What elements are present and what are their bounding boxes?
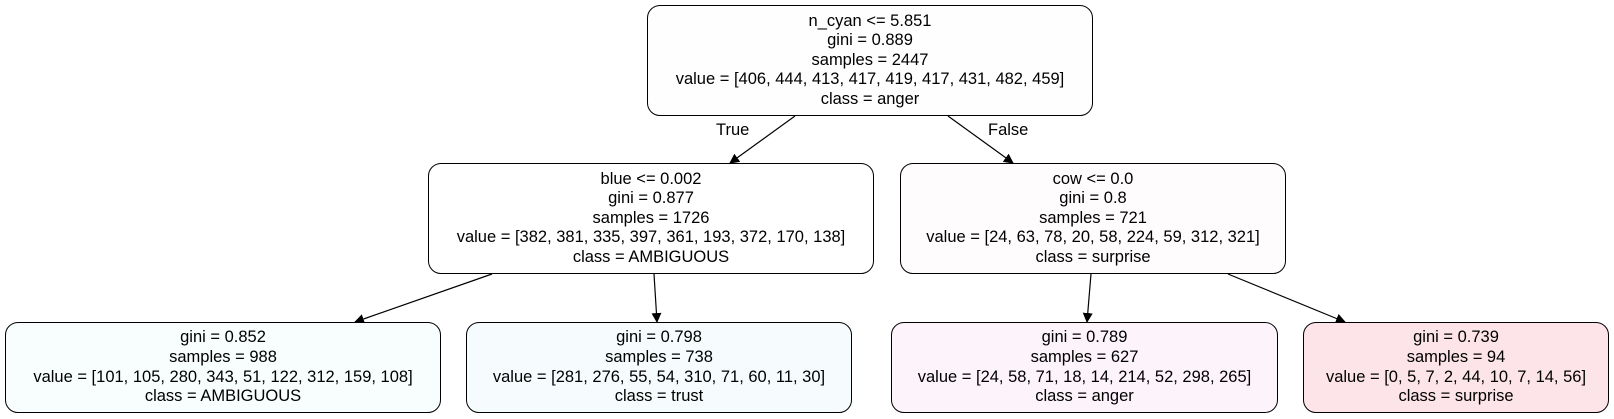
- node-gini: gini = 0.889: [827, 31, 913, 50]
- node-value: value = [24, 63, 78, 20, 58, 224, 59, 31…: [926, 228, 1260, 247]
- node-value: value = [406, 444, 413, 417, 419, 417, 4…: [675, 70, 1065, 89]
- node-samples: samples = 627: [1030, 347, 1139, 366]
- node-samples: samples = 94: [1406, 347, 1506, 366]
- node-class: class = surprise: [1035, 247, 1151, 266]
- tree-leaf-1: gini = 0.852 samples = 988 value = [101,…: [5, 322, 441, 413]
- edge-n2-n6: [1227, 273, 1346, 324]
- node-value: value = [281, 276, 55, 54, 310, 71, 60, …: [492, 367, 826, 386]
- node-split: n_cyan <= 5.851: [808, 11, 932, 30]
- node-split: blue <= 0.002: [600, 169, 702, 188]
- node-samples: samples = 738: [605, 347, 713, 366]
- node-gini: gini = 0.789: [1041, 328, 1128, 347]
- node-value: value = [0, 5, 7, 2, 44, 10, 7, 14, 56]: [1325, 367, 1587, 386]
- node-samples: samples = 721: [1039, 208, 1147, 227]
- edge-n0-n2: [947, 115, 1014, 164]
- node-gini: gini = 0.8: [1059, 189, 1127, 208]
- node-samples: samples = 988: [169, 347, 277, 366]
- node-class: class = trust: [614, 387, 704, 406]
- tree-node-right: cow <= 0.0 gini = 0.8 samples = 721 valu…: [900, 163, 1286, 274]
- node-gini: gini = 0.739: [1413, 328, 1499, 347]
- edge-label-true: True: [716, 121, 750, 139]
- edge-label-false: False: [988, 121, 1029, 139]
- node-class: class = AMBIGUOUS: [572, 247, 730, 266]
- tree-leaf-2: gini = 0.798 samples = 738 value = [281,…: [466, 322, 852, 413]
- edge-n0-n1: [729, 115, 796, 164]
- tree-node-root: n_cyan <= 5.851 gini = 0.889 samples = 2…: [647, 5, 1093, 116]
- node-value: value = [24, 58, 71, 18, 14, 214, 52, 29…: [917, 367, 1252, 386]
- node-gini: gini = 0.877: [608, 189, 694, 208]
- edge-n1-n4: [651, 273, 662, 323]
- node-gini: gini = 0.798: [616, 328, 702, 347]
- edge-n1-n3: [354, 273, 493, 324]
- node-split: cow <= 0.0: [1052, 169, 1134, 188]
- tree-node-left: blue <= 0.002 gini = 0.877 samples = 172…: [428, 163, 874, 274]
- tree-leaf-3: gini = 0.789 samples = 627 value = [24, …: [891, 322, 1278, 413]
- node-value: value = [101, 105, 280, 343, 51, 122, 31…: [33, 367, 413, 386]
- node-class: class = anger: [1035, 387, 1134, 406]
- node-class: class = surprise: [1398, 387, 1514, 406]
- node-value: value = [382, 381, 335, 397, 361, 193, 3…: [456, 228, 846, 247]
- node-samples: samples = 1726: [592, 208, 710, 227]
- node-class: class = anger: [820, 89, 920, 108]
- node-samples: samples = 2447: [811, 50, 929, 69]
- node-gini: gini = 0.852: [180, 328, 266, 347]
- node-class: class = AMBIGUOUS: [144, 387, 302, 406]
- tree-leaf-4: gini = 0.739 samples = 94 value = [0, 5,…: [1303, 322, 1609, 413]
- edge-n2-n5: [1082, 273, 1093, 323]
